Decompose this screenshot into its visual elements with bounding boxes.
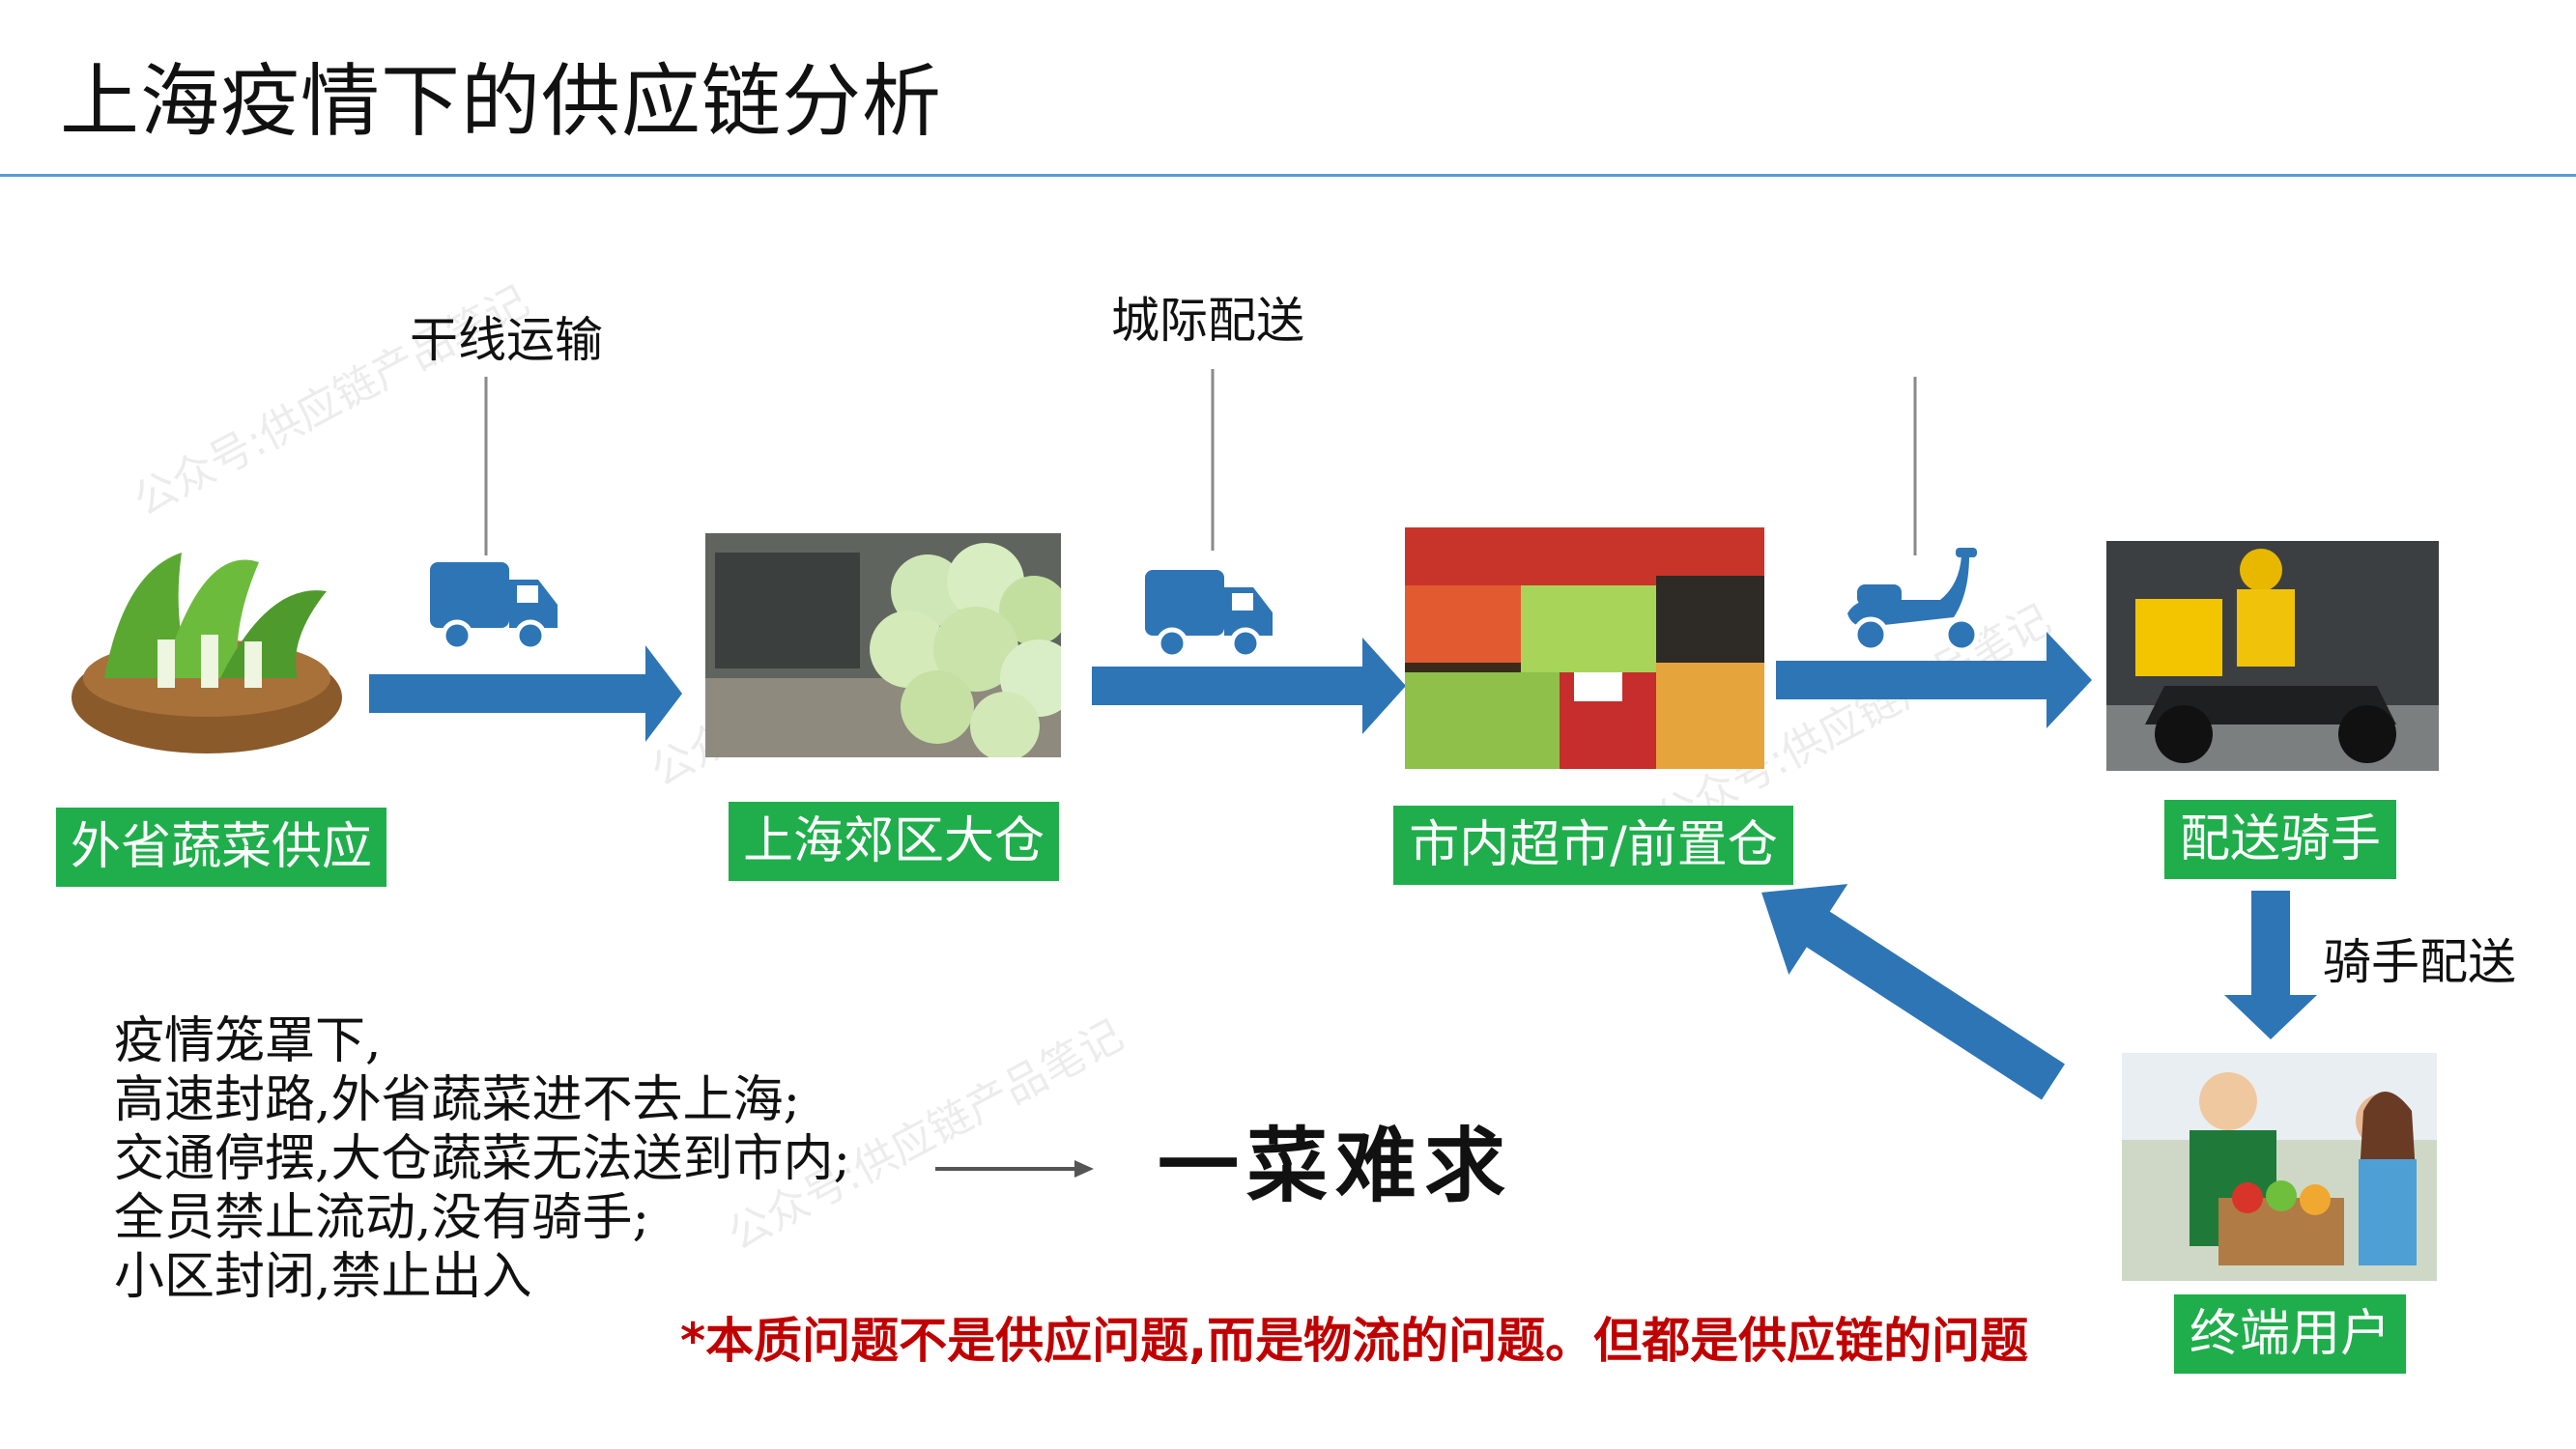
edge-label-intercity: 城际配送 — [1111, 293, 1304, 349]
note-line: 交通停摆,大仓蔬菜无法送到市内; — [114, 1130, 851, 1188]
truck-icon — [1145, 570, 1273, 660]
note-result: 一菜难求 — [1158, 1118, 1514, 1213]
edge-label-rider-delivery: 骑手配送 — [2323, 934, 2516, 990]
node-label-vegetable-supply: 外省蔬菜供应 — [56, 808, 386, 887]
edge-label-trunk: 干线运输 — [410, 312, 603, 368]
note-line: 高速封路,外省蔬菜进不去上海; — [114, 1071, 801, 1129]
warehouse-photo — [705, 533, 1061, 757]
flow-arrow-warehouse-to-supermarket — [1092, 638, 1406, 734]
truck-icon — [430, 562, 558, 652]
title-divider — [0, 174, 2576, 177]
node-label-supermarket: 市内超市/前置仓 — [1393, 806, 1793, 885]
node-label-warehouse: 上海郊区大仓 — [729, 802, 1059, 881]
scooter-icon — [1847, 548, 1980, 653]
vegetable-basket-photo — [66, 533, 348, 765]
node-label-rider: 配送骑手 — [2164, 800, 2396, 879]
flow-arrow-user-to-supermarket — [1761, 884, 2065, 1100]
page-title: 上海疫情下的供应链分析 — [60, 56, 943, 148]
node-label-end-user: 终端用户 — [2174, 1294, 2406, 1374]
note-line: 小区封闭,禁止出入 — [114, 1248, 532, 1306]
end-user-photo — [2122, 1053, 2437, 1281]
pandemic-note: 疫情笼罩下, 高速封路,外省蔬菜进不去上海; 交通停摆,大仓蔬菜无法送到市内; … — [114, 1012, 850, 1307]
flow-arrow-supply-to-warehouse — [369, 645, 682, 742]
note-line: 疫情笼罩下, — [114, 1012, 382, 1070]
note-arrow-head — [1074, 1160, 1094, 1178]
flow-arrow-rider-to-user — [2224, 891, 2317, 1039]
footnote: *本质问题不是供应问题,而是物流的问题。但都是供应链的问题 — [680, 1313, 2029, 1369]
note-line: 全员禁止流动,没有骑手; — [114, 1189, 650, 1247]
supermarket-photo — [1405, 527, 1764, 769]
flow-arrow-supermarket-to-rider — [1776, 632, 2092, 728]
delivery-rider-photo — [2106, 541, 2439, 771]
